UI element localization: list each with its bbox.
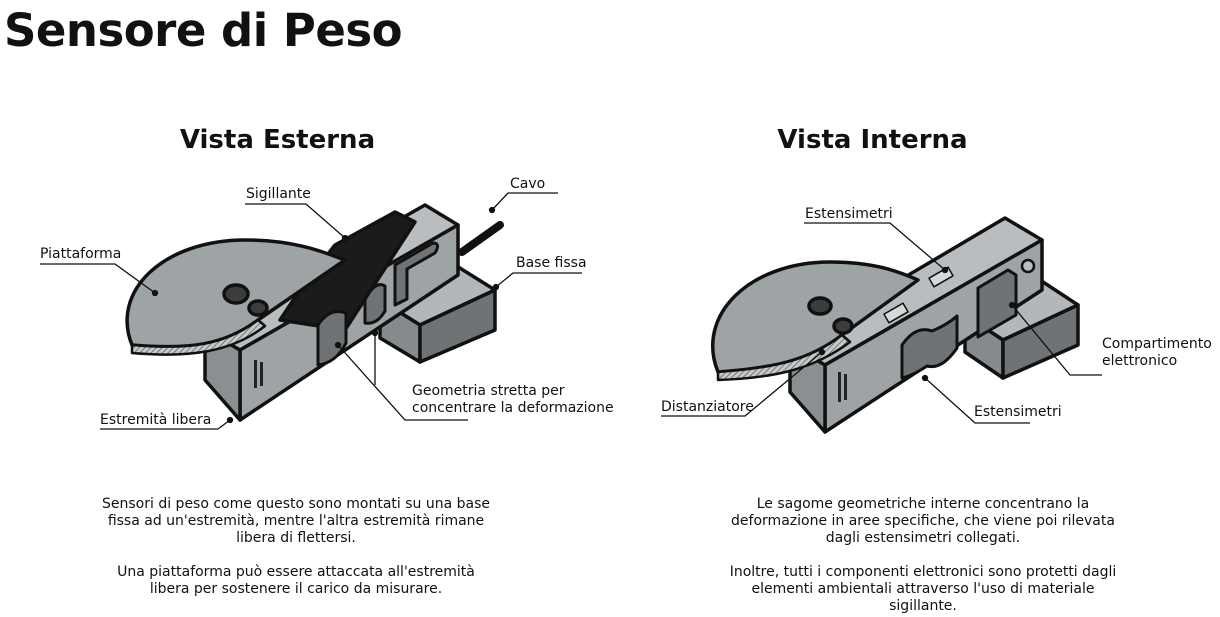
- right-p2-line3: sigillante.: [889, 598, 957, 614]
- label-distanziatore: Distanziatore: [661, 399, 754, 415]
- int-base-side: [1001, 303, 1080, 380]
- leader-cavo: [491, 192, 558, 211]
- internal-load-cell: [711, 216, 1080, 434]
- strain-gauge-2: [883, 302, 909, 324]
- label-piattaforma: Piattaforma: [40, 246, 122, 262]
- int-cutout: [900, 314, 959, 380]
- slot: [393, 241, 440, 307]
- int-platform-edge: [716, 333, 852, 382]
- int-compartment: [976, 268, 1018, 339]
- leader-estensimetri-bottom: [924, 377, 1030, 424]
- leader-estremita: [100, 419, 231, 430]
- label-compartimento-line1: Compartimento: [1102, 336, 1212, 352]
- leader-estensimetri-top: [804, 222, 946, 271]
- label-sigillante: Sigillante: [246, 186, 311, 202]
- left-p1-line3: libera di flettersi.: [236, 530, 356, 546]
- int-screw-head: [807, 296, 833, 316]
- internal-view-title: Vista Interna: [777, 125, 968, 155]
- left-p1-line1: Sensori di peso come questo sono montati…: [102, 496, 490, 512]
- label-base-fissa: Base fissa: [516, 255, 587, 271]
- label-estremita-libera: Estremità libera: [100, 412, 212, 428]
- int-connector: [1020, 258, 1036, 274]
- leader-compartimento: [1011, 304, 1102, 376]
- left-paragraph-1: Sensori di peso come questo sono montati…: [96, 496, 496, 547]
- left-p1-line2: fissa ad un'estremità, mentre l'altra es…: [107, 513, 485, 529]
- label-estensimetri-bottom: Estensimetri: [974, 404, 1062, 420]
- label-estensimetri-top: Estensimetri: [805, 206, 893, 222]
- right-p1-line1: Le sagome geometriche interne concentran…: [756, 496, 1090, 512]
- right-paragraph-1: Le sagome geometriche interne concentran…: [723, 496, 1123, 547]
- right-p1-line3: dagli estensimetri collegati.: [825, 530, 1021, 546]
- page-title: Sensore di Peso: [4, 4, 403, 57]
- engraving: [254, 360, 263, 388]
- right-p1-line2: deformazione in aree specifiche, che vie…: [731, 513, 1115, 529]
- left-p2-line2: libera per sostenere il carico da misura…: [149, 581, 443, 597]
- screw-head-2: [247, 299, 269, 317]
- label-geometria-line1: Geometria stretta per: [412, 383, 565, 399]
- external-view-title: Vista Esterna: [179, 125, 376, 155]
- left-paragraph-2: Una piattaforma può essere attaccata all…: [96, 564, 496, 598]
- platform-edge: [130, 318, 267, 356]
- label-cavo: Cavo: [510, 176, 546, 192]
- int-engraving: [838, 372, 847, 402]
- right-p2-line2: elementi ambientali attraverso l'uso di …: [751, 581, 1095, 597]
- label-compartimento-line2: elettronico: [1102, 353, 1178, 369]
- leader-geometria: [337, 344, 468, 421]
- int-screw-head-2: [832, 317, 854, 335]
- cutout-right: [363, 283, 387, 325]
- cable: [458, 221, 504, 256]
- screw-head: [222, 283, 250, 305]
- right-p2-line1: Inoltre, tutti i componenti elettronici …: [729, 564, 1117, 580]
- cutout-left: [316, 310, 348, 367]
- right-paragraph-2: Inoltre, tutti i componenti elettronici …: [723, 564, 1123, 615]
- left-p2-line1: Una piattaforma può essere attaccata all…: [117, 564, 475, 580]
- label-geometria-line2: concentrare la deformazione: [412, 400, 614, 416]
- leader-base-fissa: [495, 272, 582, 288]
- fixed-base-side: [418, 288, 497, 364]
- external-load-cell: [125, 203, 504, 422]
- leader-sigillante: [245, 203, 346, 239]
- leader-distanziatore: [661, 351, 823, 417]
- leader-piattaforma: [40, 263, 156, 294]
